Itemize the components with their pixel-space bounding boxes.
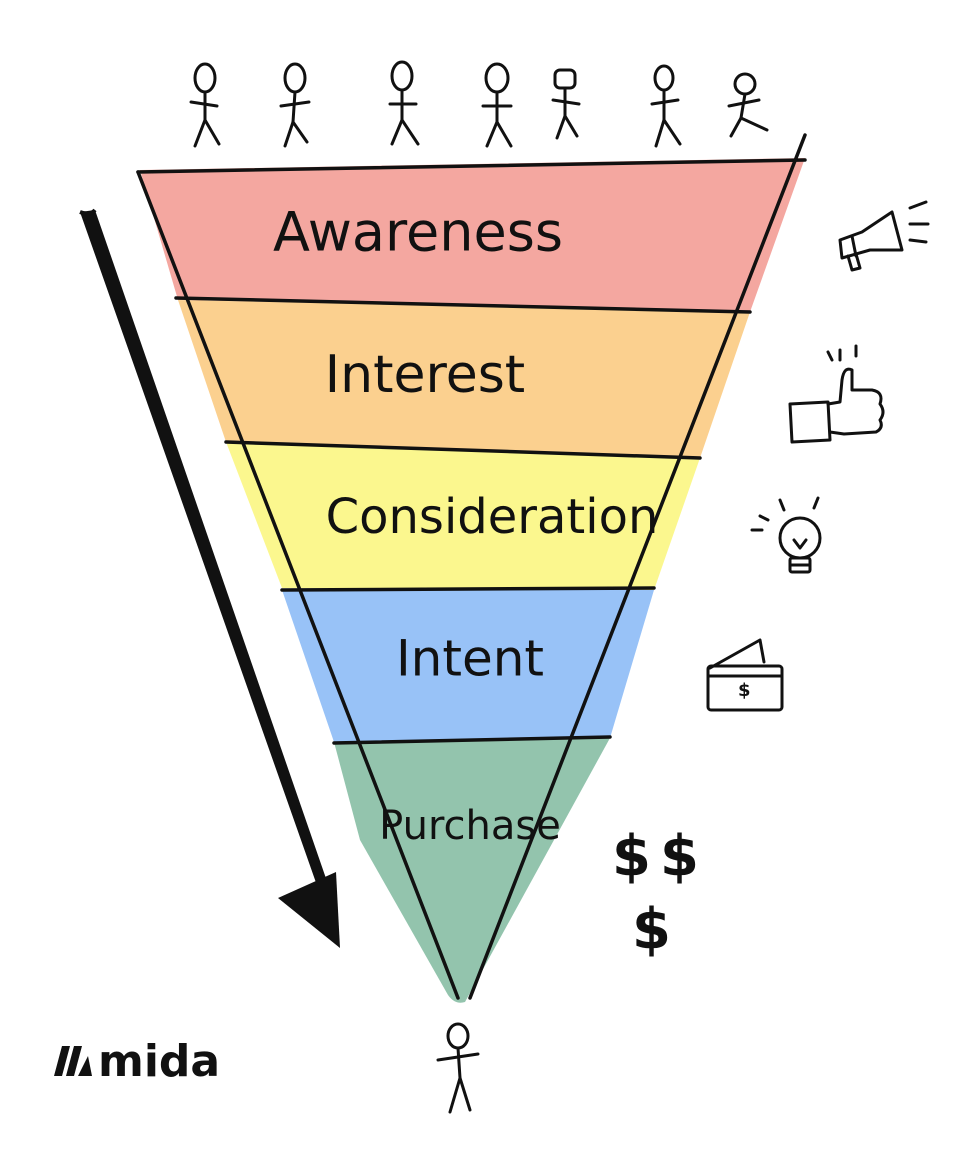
stage-label-awareness: Awareness <box>273 201 563 264</box>
dollar-sign-3: $ <box>632 897 671 962</box>
megaphone-icon <box>838 200 930 272</box>
funnel-outline <box>136 133 807 1000</box>
band-consideration <box>226 442 700 590</box>
down-arrow-icon <box>79 208 340 948</box>
stick-figures-top <box>189 60 769 148</box>
dollar-sign-1: $ <box>612 824 651 889</box>
band-awareness <box>140 158 805 312</box>
band-purchase <box>334 738 610 1003</box>
band-interest <box>178 300 750 458</box>
wallet-icon <box>706 638 784 712</box>
stage-label-consideration: Consideration <box>326 489 659 545</box>
thumbs-up-icon <box>788 344 885 444</box>
brand-name: mida <box>98 1036 220 1087</box>
band-intent <box>282 590 654 742</box>
lightbulb-icon <box>750 496 822 574</box>
dollar-sign-2: $ <box>660 824 699 889</box>
stage-label-intent: Intent <box>396 630 544 688</box>
dollar-signs-icon: $ $ $ <box>612 824 699 962</box>
wallet-dollar-label: $ <box>738 680 751 701</box>
stick-figure-bottom <box>436 1022 480 1114</box>
stage-label-interest: Interest <box>325 345 525 405</box>
mida-logo-icon <box>54 1046 92 1076</box>
stage-label-purchase: Purchase <box>379 803 561 849</box>
